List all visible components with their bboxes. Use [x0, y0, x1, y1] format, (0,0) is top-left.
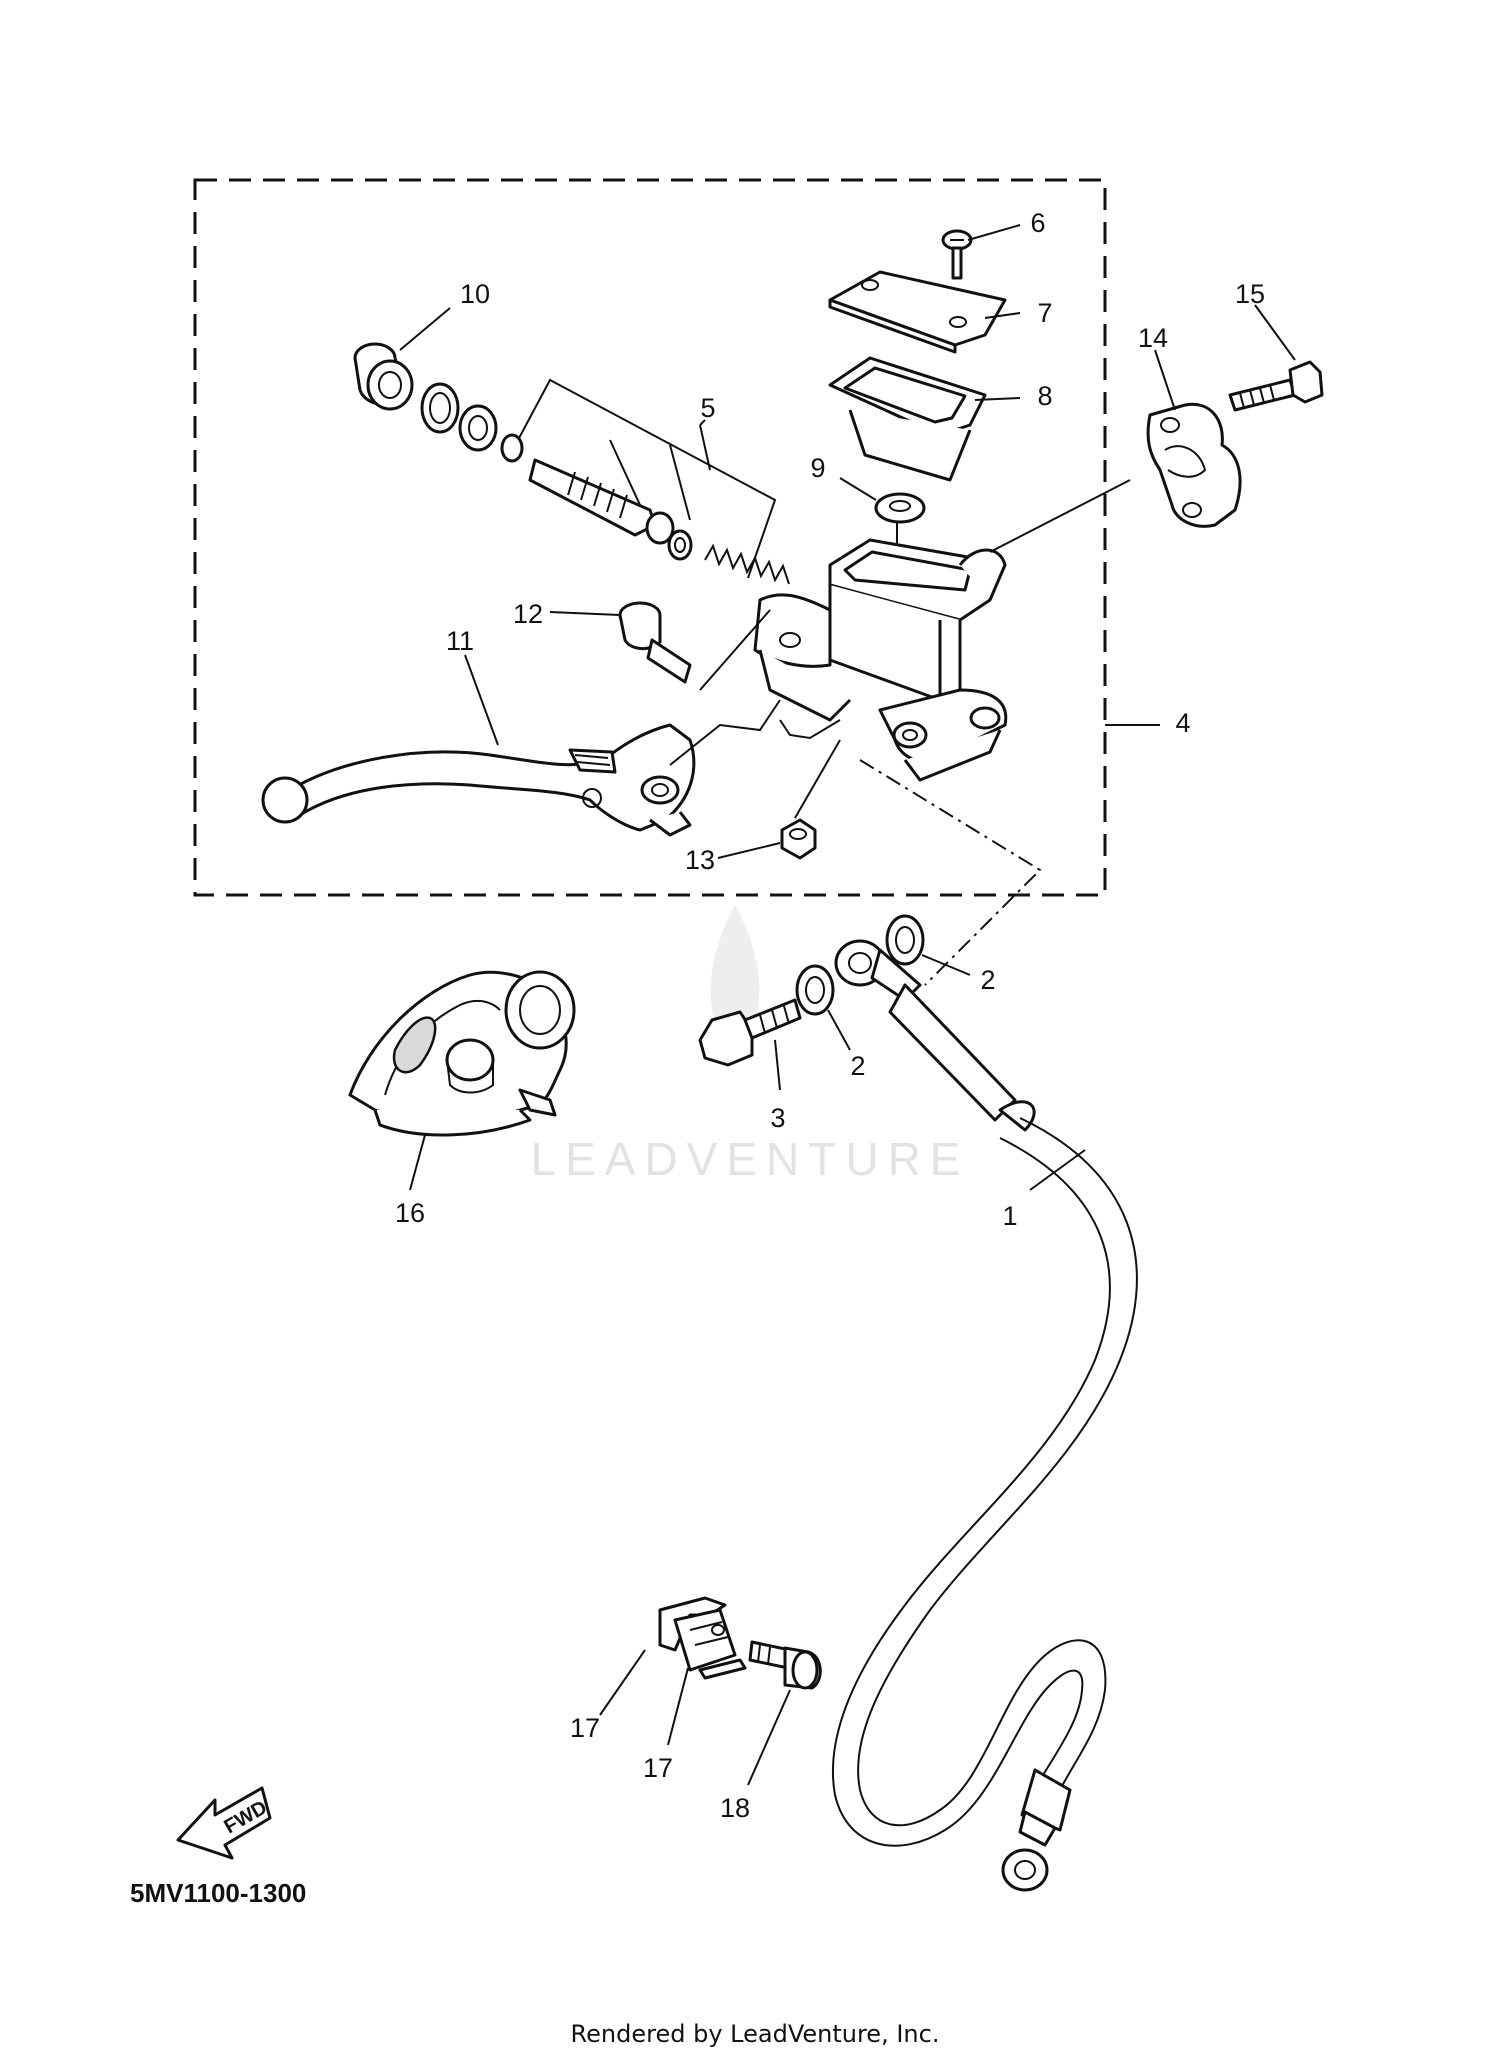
leader-16 [409, 1134, 426, 1191]
callout-9: 9 [810, 453, 825, 483]
part-2-washer-lower[interactable] [795, 964, 835, 1016]
leader-11 [464, 654, 499, 746]
callout-11: 11 [446, 626, 474, 656]
fwd-arrow-icon: FWD [176, 1786, 272, 1860]
diagram-code: 5MV1100-1300 [130, 1878, 306, 1908]
callout-15: 15 [1235, 279, 1265, 309]
part-7-reservoir-cap[interactable] [828, 270, 1007, 354]
master-cylinder-assembly-boundary [193, 178, 1107, 897]
leader-6 [967, 224, 1021, 241]
assembly-line-13 [794, 739, 841, 819]
part-12-pivot-bolt[interactable] [618, 601, 692, 684]
watermark-text: LEADVENTURE [531, 1133, 970, 1185]
leader-3 [774, 1039, 781, 1091]
callout-2-lower: 2 [850, 1051, 865, 1081]
part-5-cup[interactable] [667, 529, 693, 561]
callout-4: 4 [1175, 708, 1190, 738]
part-11-brake-lever[interactable] [261, 723, 696, 837]
part-5-piston[interactable] [500, 433, 675, 545]
callout-13: 13 [685, 845, 715, 875]
part-8-diaphragm[interactable] [828, 356, 987, 482]
leader-7 [984, 312, 1021, 319]
part-10-dust-boot[interactable] [353, 342, 414, 411]
callout-17-left: 17 [570, 1713, 600, 1743]
callout-3: 3 [770, 1103, 785, 1133]
leader-1 [1029, 1149, 1086, 1191]
part-2-washer-upper[interactable] [885, 914, 925, 966]
banjo-alignment-line [859, 759, 1042, 986]
leader-2a [921, 954, 971, 976]
callout-labels: 6 7 8 9 10 5 12 11 4 13 14 15 2 2 3 1 16… [395, 208, 1265, 1823]
circlip[interactable] [420, 382, 460, 434]
leader-13 [717, 842, 781, 859]
callout-12: 12 [513, 599, 543, 629]
footer-credit: Rendered by LeadVenture, Inc. [571, 2020, 940, 2048]
callout-2-upper: 2 [980, 965, 995, 995]
callout-14: 14 [1138, 323, 1168, 353]
callout-17-right: 17 [643, 1753, 673, 1783]
part-15-bolt[interactable] [1228, 360, 1324, 412]
leader-10 [399, 307, 451, 351]
leader-9 [839, 477, 877, 501]
part-5-piston-kit-bracket [517, 378, 777, 579]
leader-12 [549, 611, 621, 616]
part-17-clamp[interactable] [658, 1596, 747, 1680]
callout-10: 10 [460, 279, 490, 309]
callout-8: 8 [1037, 381, 1052, 411]
leader-body-to-14 [989, 479, 1131, 553]
assembly-line-lever-2 [779, 719, 841, 740]
callout-1: 1 [1002, 1201, 1017, 1231]
leader-5 [699, 419, 706, 426]
assembly-line-spring [699, 609, 771, 691]
part-5-spring[interactable] [704, 543, 790, 585]
part-14-holder[interactable] [1146, 402, 1242, 528]
part-3-union-bolt[interactable] [698, 998, 802, 1067]
leader-15 [1254, 304, 1296, 361]
leader-17a [599, 1649, 646, 1716]
part-1-brake-hose[interactable] [831, 939, 1138, 1892]
part-13-nut[interactable] [780, 818, 817, 860]
part-9-float[interactable] [874, 492, 926, 524]
part-6-screw[interactable] [941, 229, 973, 280]
leader-18 [747, 1689, 791, 1786]
part-16-cover[interactable] [348, 970, 576, 1137]
assembly-line-lever [669, 699, 781, 766]
callout-16: 16 [395, 1198, 425, 1228]
part-4-master-cylinder-body[interactable] [753, 538, 1008, 782]
callout-6: 6 [1030, 208, 1045, 238]
leader-8 [974, 397, 1021, 401]
washer[interactable] [458, 404, 498, 452]
leader-17b [667, 1667, 689, 1746]
callout-7: 7 [1037, 298, 1052, 328]
part-18-bolt[interactable] [748, 1640, 822, 1690]
leader-2b [827, 1009, 851, 1051]
callout-5: 5 [700, 393, 715, 423]
leader-14 [1154, 349, 1176, 411]
callout-18: 18 [720, 1793, 750, 1823]
